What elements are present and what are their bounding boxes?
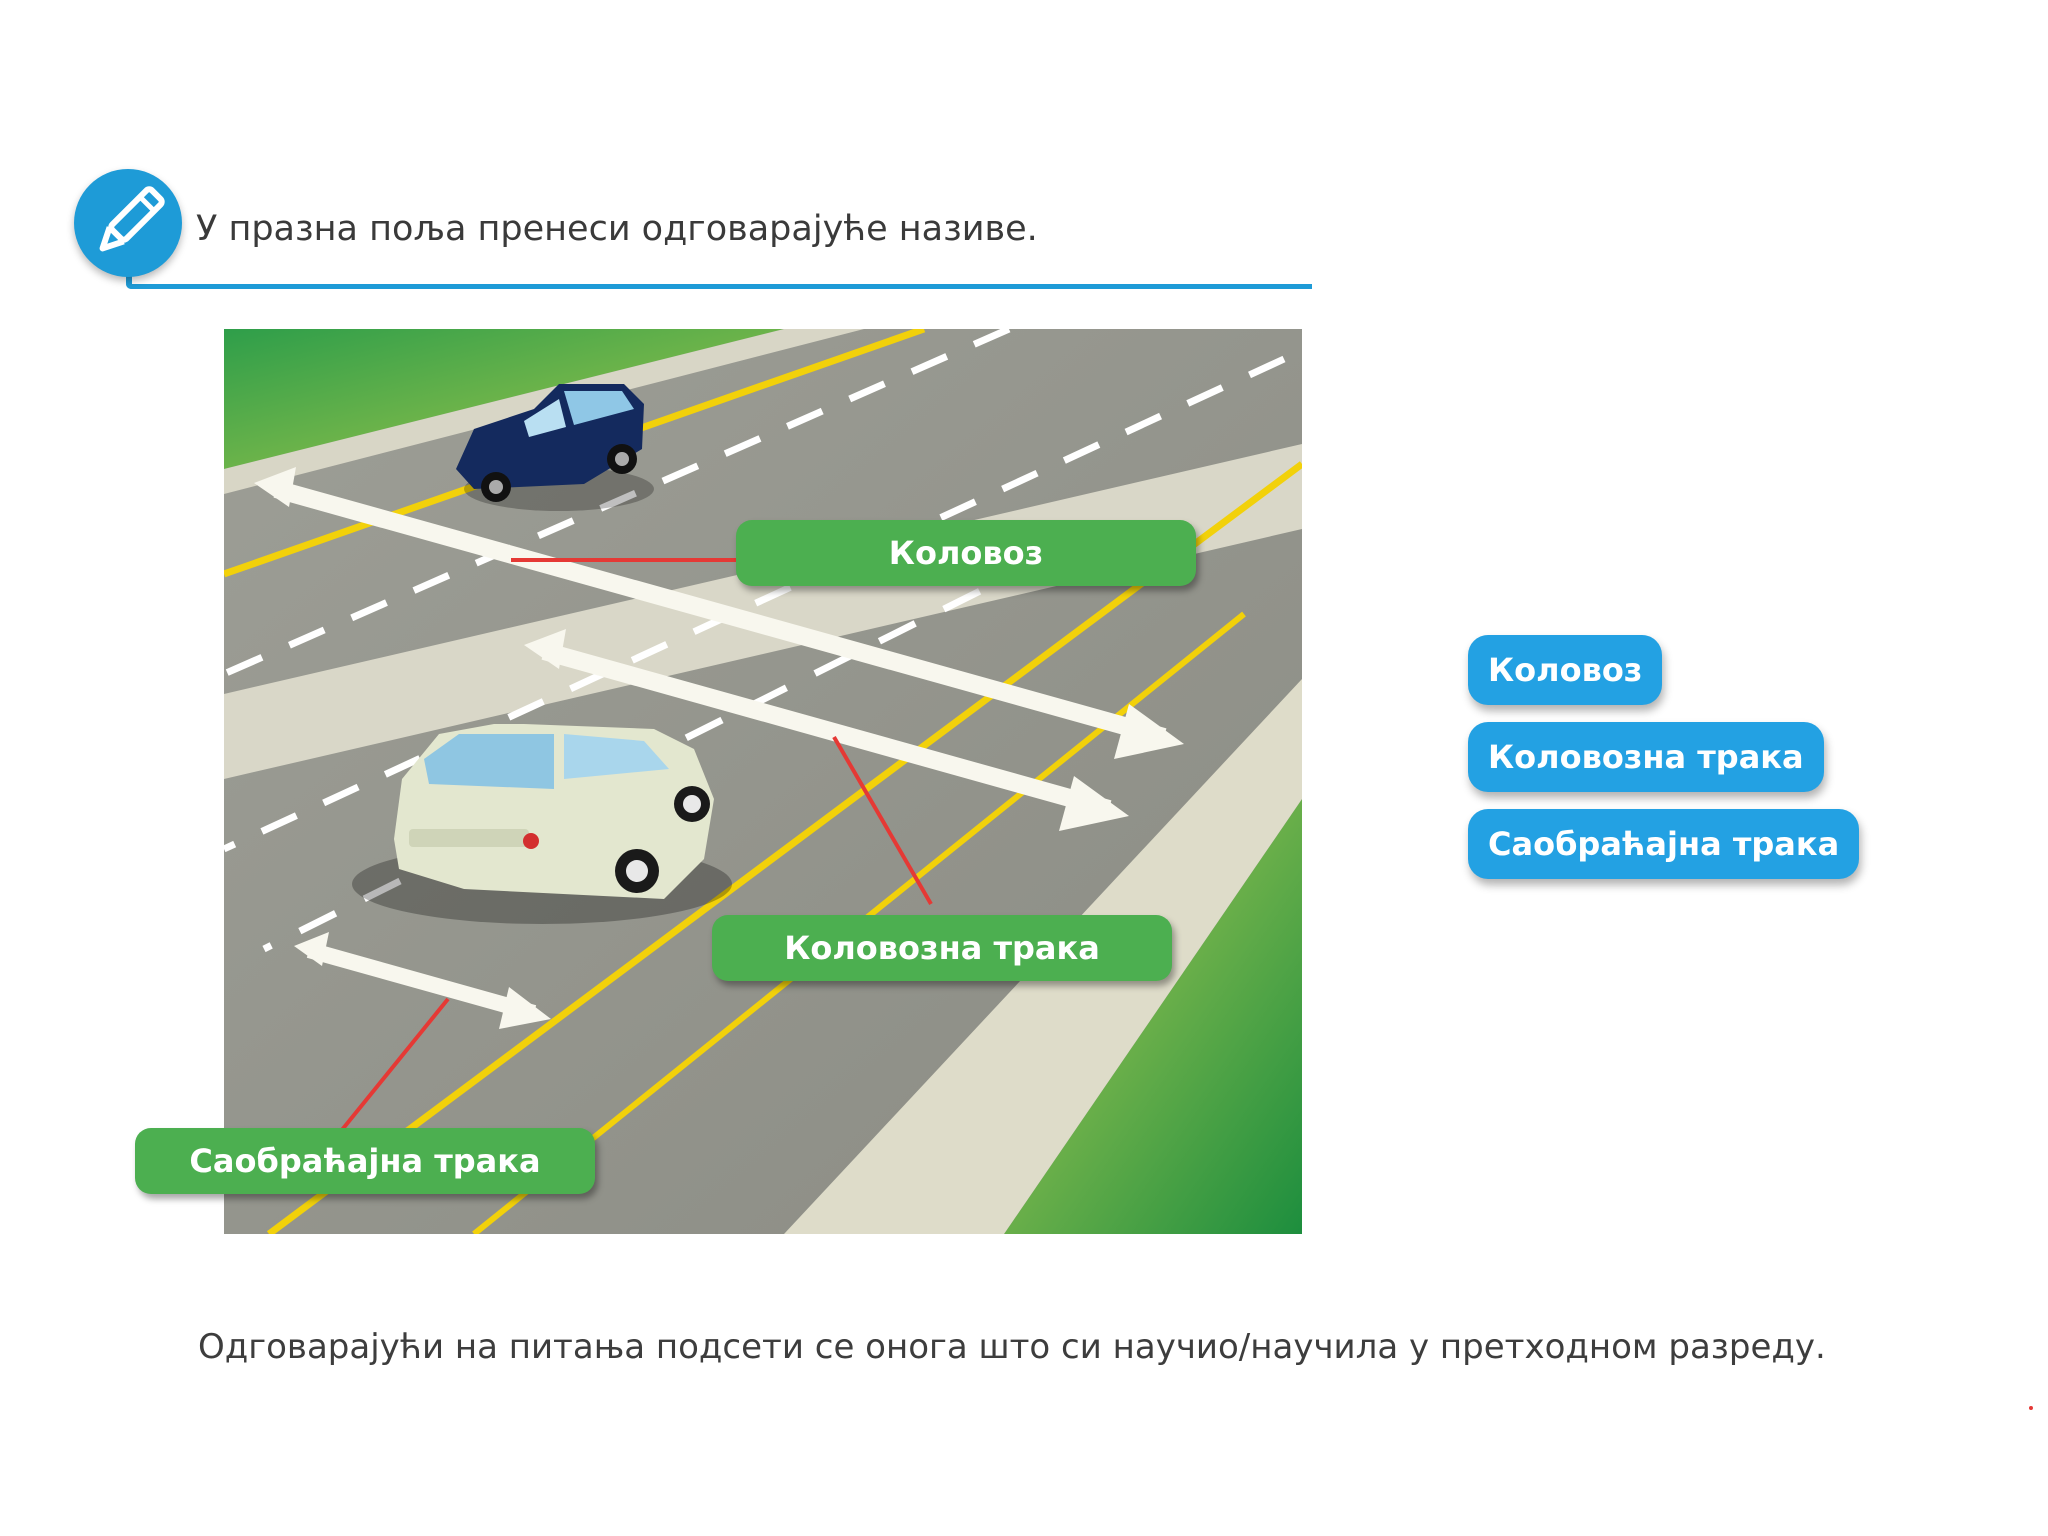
pencil-icon xyxy=(74,169,182,277)
task-underline xyxy=(126,284,1312,289)
answer-chip-roadway[interactable]: Коловоз xyxy=(1468,635,1663,705)
traffic-lane-arrow xyxy=(294,932,551,1029)
roadway-arrow xyxy=(254,467,1184,759)
label-traffic-lane: Саобраћајна трака xyxy=(135,1128,595,1194)
instruction-text: У празна поља пренеси одговарајуће назив… xyxy=(196,209,1038,249)
lane-dashes-2 xyxy=(224,355,1286,853)
answer-chip-carriageway-lane[interactable]: Коловозна трака xyxy=(1468,722,1824,792)
label-carriageway-lane: Коловозна трака xyxy=(712,915,1172,981)
road-illustration xyxy=(224,329,1302,1234)
dark-car xyxy=(456,384,654,511)
task-header: У празна поља пренеси одговарајуће назив… xyxy=(70,165,1312,295)
answer-chip-traffic-lane[interactable]: Саобраћајна трака xyxy=(1468,809,1860,879)
white-car xyxy=(352,724,732,924)
red-dot xyxy=(2029,1406,2033,1410)
yellow-line-2 xyxy=(266,461,1302,1234)
lane-dashes-1 xyxy=(224,329,1011,678)
road-scene xyxy=(224,329,1302,1234)
label-roadway: Коловоз xyxy=(736,520,1196,586)
traffic-lane-pointer xyxy=(335,997,450,1138)
carriageway-pointer xyxy=(832,735,933,906)
footer-hint: Одговарајући на питања подсети се онога … xyxy=(198,1327,1826,1367)
carriageway-arrow xyxy=(524,629,1129,831)
task-underline-hook xyxy=(126,269,132,289)
